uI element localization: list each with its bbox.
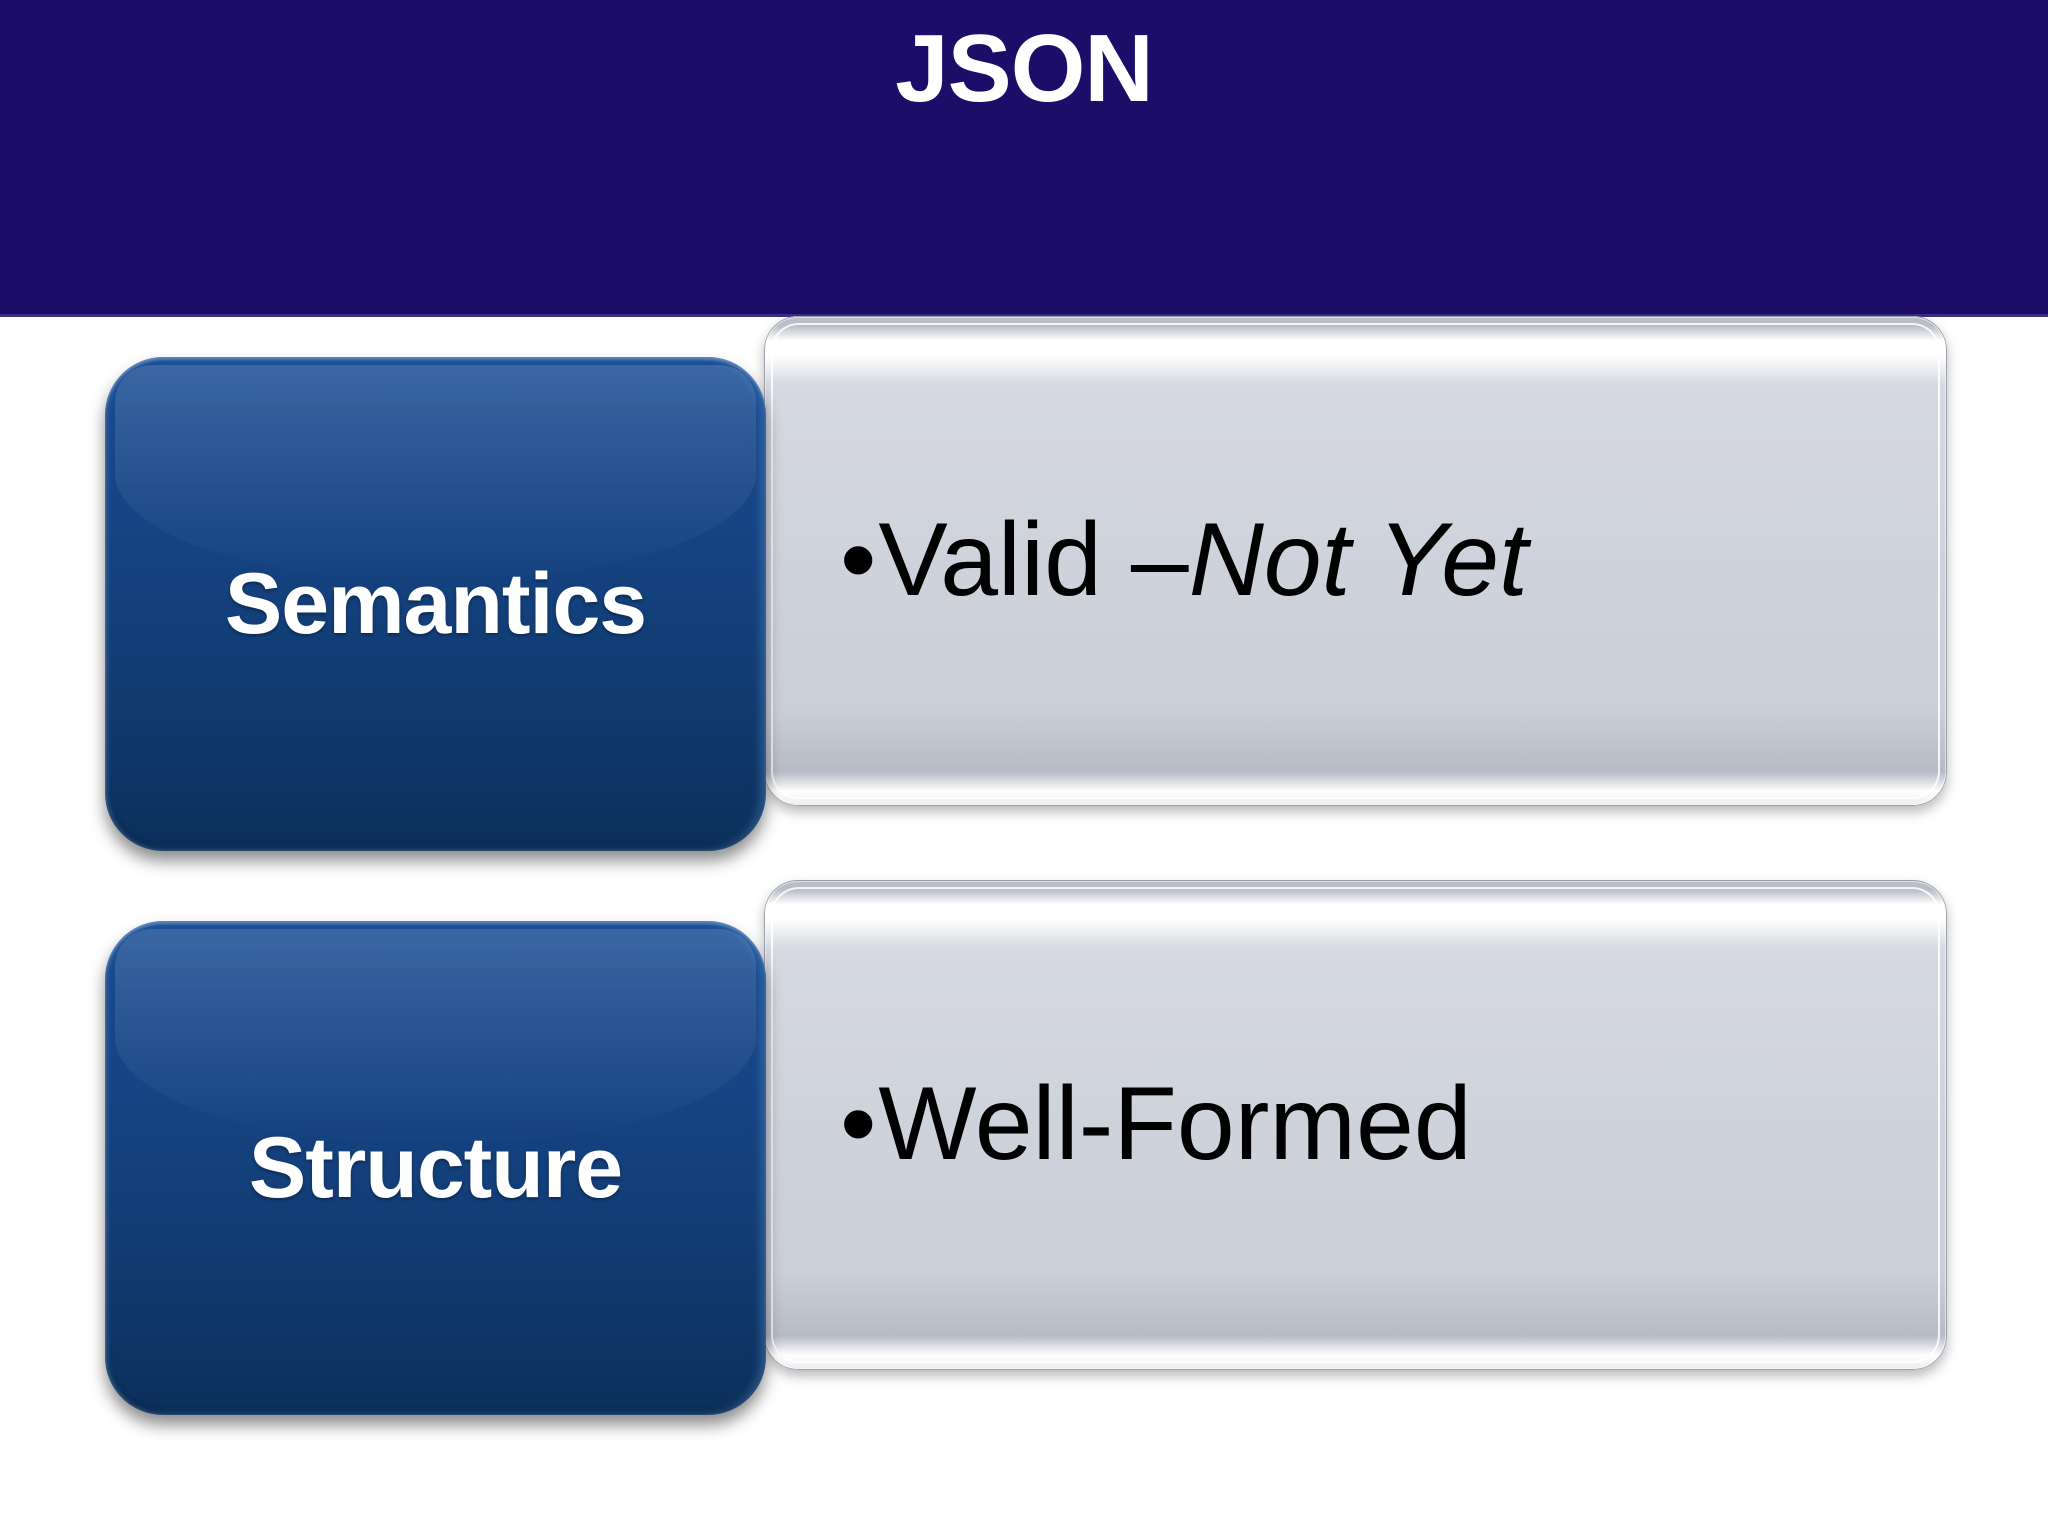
content-text-semantics: • Valid – Not Yet <box>764 506 1528 615</box>
slide-title: JSON <box>895 15 1153 122</box>
label-box-structure[interactable]: Structure <box>105 921 766 1415</box>
label-box-semantics[interactable]: Semantics <box>105 357 766 851</box>
content-text-structure: • Well-Formed <box>764 1070 1472 1179</box>
diagram-row-structure: • Well-Formed Structure <box>0 880 2048 1460</box>
title-band <box>0 0 2048 316</box>
label-box-semantics-text: Semantics <box>224 556 647 652</box>
label-box-structure-text: Structure <box>248 1120 623 1216</box>
diagram-row-semantics: • Valid – Not Yet Semantics <box>0 316 2048 896</box>
title-band-bottom-edge <box>0 314 2048 317</box>
content-box-semantics[interactable]: • Valid – Not Yet <box>764 316 1947 806</box>
bullet-text-part-italic: Not Yet <box>1188 502 1528 619</box>
content-box-structure[interactable]: • Well-Formed <box>764 880 1947 1370</box>
diagram: • Valid – Not Yet Semantics • Well-Forme… <box>0 316 2048 1536</box>
bullet-icon: • <box>840 502 877 619</box>
bullet-icon: • <box>840 1066 877 1183</box>
bullet-text-part-plain: Well-Formed <box>878 1066 1472 1183</box>
bullet-text-part-plain: Valid – <box>878 502 1189 619</box>
